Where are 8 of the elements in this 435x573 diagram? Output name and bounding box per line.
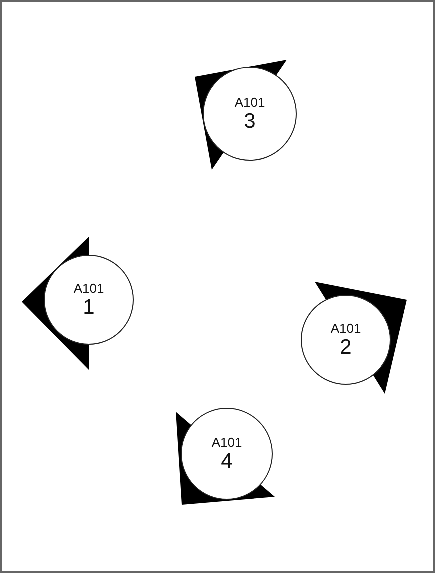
- view-number: 2: [340, 336, 352, 360]
- sheet-reference: A101: [212, 434, 242, 450]
- sheet-reference: A101: [74, 280, 104, 296]
- sheet-reference: A101: [330, 320, 362, 336]
- view-number: 4: [221, 450, 233, 474]
- view-number: 3: [244, 110, 256, 134]
- sheet-reference: A101: [234, 94, 266, 110]
- view-number: 1: [83, 296, 95, 320]
